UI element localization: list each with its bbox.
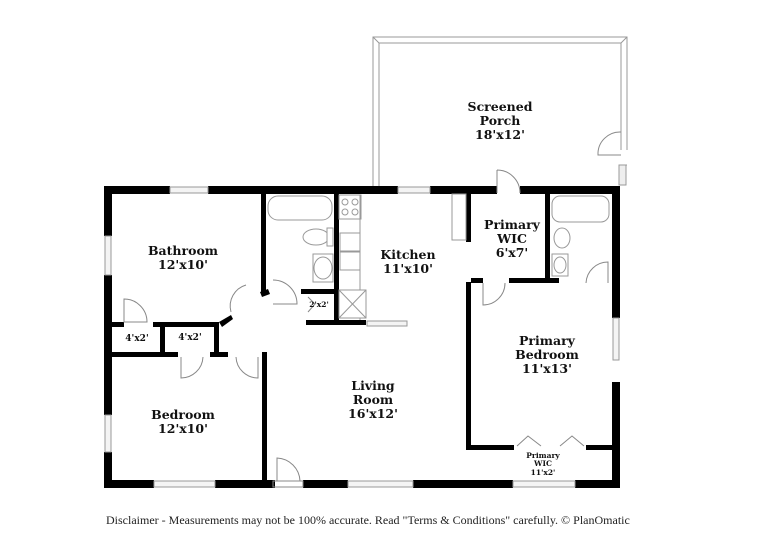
sink-icon (313, 256, 333, 280)
interior-walls (112, 194, 612, 488)
room-dims: 6'x7' (495, 245, 529, 260)
room-label-closet-2: 4'x2' (178, 333, 201, 343)
room-dims: 18'x12' (475, 127, 525, 142)
screened-porch-outline (372, 36, 628, 190)
exterior-walls (104, 186, 620, 488)
room-label-living-room: Living Room 16'x12' (348, 379, 398, 421)
room-name: Bathroom (147, 243, 219, 258)
room-name: Porch (479, 113, 521, 128)
room-name: Screened (467, 99, 533, 114)
room-label-bathroom: Bathroom 12'x10' (148, 244, 218, 272)
room-dims: 12'x10' (158, 421, 208, 436)
primary-sink-icon (553, 256, 567, 274)
disclaimer-text: Disclaimer - Measurements may not be 100… (106, 513, 630, 527)
room-label-pantry: 2'x2' (309, 300, 329, 309)
room-dims: 11'x2' (530, 467, 556, 477)
room-dims: 4'x2' (178, 333, 202, 343)
windows (104, 186, 620, 488)
room-label-bedroom: Bedroom 12'x10' (151, 408, 215, 436)
room-dims: 11'x13' (522, 361, 572, 376)
room-name: Primary (484, 217, 540, 232)
room-name: WIC (497, 231, 527, 246)
primary-shower-icon (551, 195, 610, 223)
room-dims: 12'x10' (158, 257, 208, 272)
room-label-primary-wic-2: Primary WIC 11'x2' (526, 451, 560, 477)
fixtures (267, 193, 610, 320)
room-dims: 11'x10' (383, 261, 433, 276)
room-label-primary-wic: Primary WIC 6'x7' (484, 218, 540, 260)
doors (123, 169, 609, 488)
room-name: Kitchen (380, 247, 436, 262)
porch-door-icon (597, 131, 622, 156)
room-label-closet-1: 4'x2' (125, 334, 148, 344)
room-name: WIC (534, 459, 552, 469)
room-dims: 2'x2' (309, 300, 329, 309)
kitchen-sink-icon (339, 232, 361, 252)
primary-toilet-icon (553, 227, 571, 249)
room-name: Living (351, 378, 395, 393)
room-dims: 4'x2' (125, 334, 149, 344)
room-name: Bedroom (151, 407, 215, 422)
room-name: Primary (519, 333, 575, 348)
room-label-primary-bedroom: Primary Bedroom 11'x13' (515, 334, 579, 376)
room-dims: 16'x12' (348, 406, 398, 421)
stove-icon (338, 194, 362, 220)
room-label-kitchen: Kitchen 11'x10' (380, 248, 435, 276)
room-name: Bedroom (515, 347, 579, 362)
toilet-icon (302, 228, 330, 246)
room-label-screened-porch: Screened Porch 18'x12' (468, 100, 533, 142)
room-name: Room (352, 392, 394, 407)
room-name: Primary (526, 451, 560, 460)
bathtub-icon (267, 195, 333, 221)
